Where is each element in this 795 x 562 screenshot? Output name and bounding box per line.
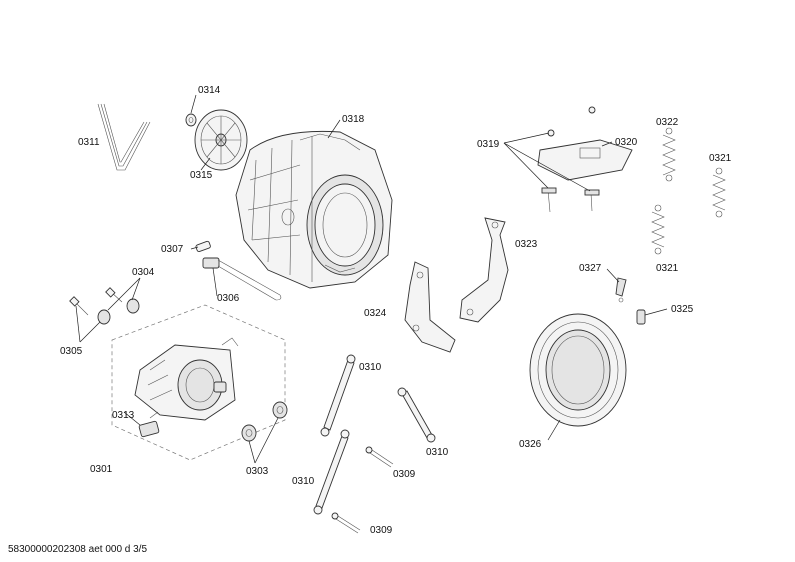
- pressure-hose-clip[interactable]: [615, 277, 627, 303]
- label-0306: 0306: [217, 293, 240, 304]
- shock-absorber-upper[interactable]: [320, 354, 356, 437]
- label-0320: 0320: [615, 137, 638, 148]
- motor-group-outline: [111, 304, 286, 461]
- label-0319: 0319: [477, 139, 500, 150]
- tub-drum-assembly[interactable]: [235, 130, 393, 289]
- door-seal-gasket[interactable]: [529, 313, 627, 427]
- drive-motor[interactable]: [134, 337, 239, 421]
- label-0305: 0305: [60, 346, 83, 357]
- pulley-washer[interactable]: [185, 113, 197, 127]
- label-0314: 0314: [198, 85, 221, 96]
- label-0309-a: 0309: [393, 469, 416, 480]
- label-0322: 0322: [656, 117, 679, 128]
- tub-spring-upper[interactable]: [662, 127, 676, 182]
- damper-bushings[interactable]: [241, 401, 288, 442]
- label-0301: 0301: [90, 464, 113, 475]
- label-0309-b: 0309: [370, 525, 393, 536]
- label-0310-b: 0310: [426, 447, 449, 458]
- label-0311: 0311: [78, 137, 100, 148]
- label-0310-c: 0310: [292, 476, 315, 487]
- label-0307: 0307: [161, 244, 184, 255]
- drum-pulley[interactable]: [194, 109, 248, 171]
- label-0324: 0324: [364, 308, 387, 319]
- tub-spring-lower[interactable]: [651, 204, 665, 255]
- leader-lines: [75, 94, 668, 464]
- label-0327: 0327: [579, 263, 602, 274]
- label-0313: 0313: [112, 410, 135, 421]
- tub-spring-right[interactable]: [712, 167, 726, 218]
- tub-bracket-left[interactable]: [404, 261, 456, 353]
- drawing-reference: 58300000202308 aet 000 d 3/5: [8, 544, 147, 555]
- label-0318: 0318: [342, 114, 365, 125]
- label-0321-a: 0321: [709, 153, 732, 164]
- label-0326: 0326: [519, 439, 542, 450]
- motor-bolt-set[interactable]: [69, 287, 140, 325]
- label-0304: 0304: [132, 267, 155, 278]
- label-0321-b: 0321: [656, 263, 679, 274]
- shock-absorber-right[interactable]: [397, 387, 436, 443]
- label-0325: 0325: [671, 304, 694, 315]
- label-0315: 0315: [190, 170, 213, 181]
- shock-bolt-upper[interactable]: [365, 446, 394, 468]
- counterweight-top[interactable]: [537, 106, 633, 181]
- carbon-brush[interactable]: [138, 411, 160, 438]
- shock-absorber-lower[interactable]: [313, 429, 350, 515]
- heating-element[interactable]: [202, 257, 282, 301]
- ntc-sensor[interactable]: [195, 240, 211, 253]
- drive-belt[interactable]: [97, 103, 151, 171]
- tub-bracket-right[interactable]: [459, 217, 509, 323]
- label-0323: 0323: [515, 239, 538, 250]
- label-0310-a: 0310: [359, 362, 382, 373]
- shock-bolt-lower[interactable]: [331, 512, 361, 534]
- drain-plug-part[interactable]: [636, 309, 646, 325]
- label-0303: 0303: [246, 466, 269, 477]
